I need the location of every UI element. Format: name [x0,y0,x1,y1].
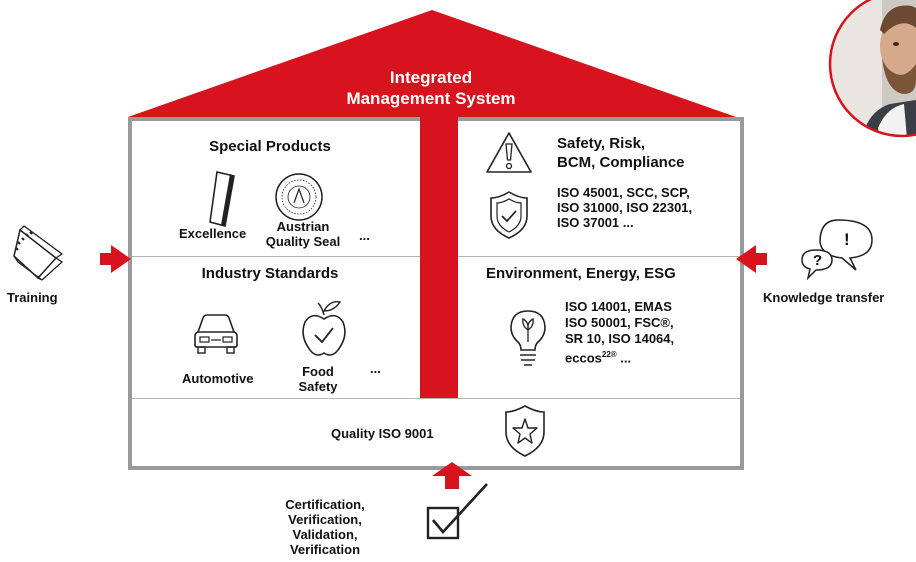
right-arrow [736,245,767,273]
divider-quality [132,398,740,399]
safety-iso-line3: ISO 37001 ... [557,215,634,230]
cert-line3: Validation, [292,527,358,542]
knowledge-transfer-label: Knowledge transfer [763,290,885,305]
safety-iso-line1: ISO 45001, SCC, SCP, [557,185,690,200]
austrian-line1: Austrian [276,219,330,234]
industry-more: ... [370,361,381,376]
environment-iso-line1: ISO 14001, EMAS [565,299,672,314]
food-line2: Safety [298,379,338,394]
austrian-line2: Quality Seal [265,234,341,249]
shield-star-icon [505,405,545,457]
excellence-label: Excellence [179,226,247,241]
food-safety-label: Food Safety [290,364,346,394]
safety-title-line1: Safety, Risk, [557,135,646,152]
eccos-sup: 22® [601,350,617,359]
eccos-suffix: ... [616,350,632,366]
checkbox-icon [426,483,488,540]
environment-title: Environment, Energy, ESG [486,265,676,282]
environment-iso-line3: SR 10, ISO 14064, [565,331,675,346]
safety-iso: ISO 45001, SCC, SCP, ISO 31000, ISO 2230… [557,185,692,230]
shield-check-icon [490,191,528,239]
warning-icon [486,132,532,173]
environment-iso-line4: eccos22® ... [565,347,674,366]
safety-title-line2: BCM, Compliance [557,154,685,171]
bubble-question: ? [813,252,823,269]
roof-title-line2: Management System [346,89,516,108]
book-icon [13,225,64,281]
cert-line1: Certification, [285,497,365,512]
bottom-arrow [432,462,472,489]
special-more: ... [359,228,370,243]
special-products-title: Special Products [209,138,331,155]
environment-iso-line2: ISO 50001, FSC®, [565,315,674,330]
bubble-exclaim: ! [844,230,850,249]
chat-bubbles-icon [801,219,873,281]
car-icon [194,314,238,354]
food-line1: Food [302,364,334,379]
ruler-icon [209,171,235,227]
quality-label: Quality ISO 9001 [331,426,434,441]
apple-check-icon [302,301,346,356]
center-pillar [420,117,458,399]
roof-triangle [128,10,736,117]
bulb-leaf-icon [510,310,546,366]
certification-label: Certification, Verification, Validation,… [270,497,380,557]
automotive-label: Automotive [182,371,254,386]
environment-iso: ISO 14001, EMAS ISO 50001, FSC®, SR 10, … [565,299,674,366]
training-label: Training [7,290,58,305]
roof-title: Integrated Management System [300,67,562,109]
eccos-name: eccos [565,350,602,366]
safety-iso-line2: ISO 31000, ISO 22301, [557,200,693,215]
divider-right-middle [458,256,740,257]
avatar [828,0,916,138]
industry-standards-title: Industry Standards [201,265,339,282]
safety-title: Safety, Risk, BCM, Compliance [557,134,685,172]
cert-line4: Verification [289,542,361,557]
seal-icon [275,173,323,221]
divider-left-middle [132,256,420,257]
cert-line2: Verification, [288,512,362,527]
austrian-seal-label: Austrian Quality Seal [262,219,344,249]
roof-title-line1: Integrated [389,68,473,87]
left-arrow [100,245,131,273]
